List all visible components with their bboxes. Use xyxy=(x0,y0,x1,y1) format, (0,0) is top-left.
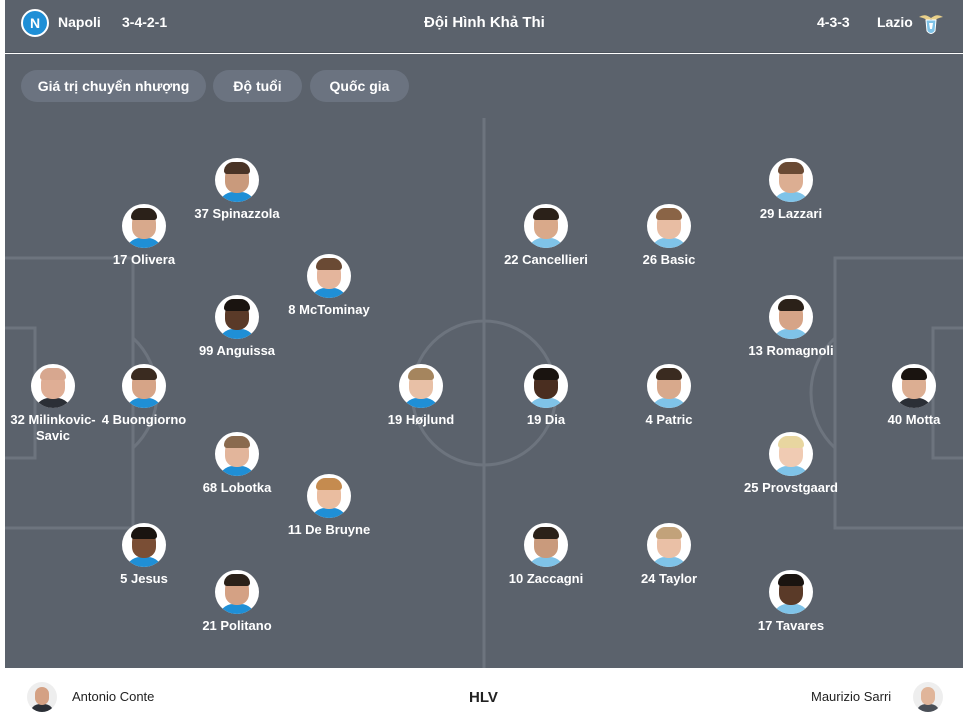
player-card[interactable]: 99 Anguissa xyxy=(172,295,302,359)
away-team-name[interactable]: Lazio xyxy=(877,14,913,30)
player-card[interactable]: 17 Olivera xyxy=(79,204,209,268)
player-avatar xyxy=(769,295,813,339)
player-card[interactable]: 22 Cancellieri xyxy=(481,204,611,268)
player-card[interactable]: 26 Basic xyxy=(604,204,734,268)
player-avatar xyxy=(307,474,351,518)
player-name: 4 Buongiorno xyxy=(101,412,187,427)
player-card[interactable]: 4 Buongiorno xyxy=(79,364,209,428)
player-name: 17 Olivera xyxy=(112,252,176,267)
player-name: 13 Romagnoli xyxy=(748,343,834,358)
napoli-logo-icon[interactable]: N xyxy=(21,9,49,37)
coach-label: HLV xyxy=(469,689,498,706)
player-avatar xyxy=(892,364,936,408)
player-card[interactable]: 10 Zaccagni xyxy=(481,523,611,587)
player-card[interactable]: 5 Jesus xyxy=(79,523,209,587)
player-card[interactable]: 13 Romagnoli xyxy=(726,295,856,359)
player-avatar xyxy=(31,364,75,408)
player-card[interactable]: 17 Tavares xyxy=(726,570,856,634)
player-name: 11 De Bruyne xyxy=(287,522,371,537)
player-avatar xyxy=(524,364,568,408)
player-avatar xyxy=(215,432,259,476)
player-card[interactable]: 29 Lazzari xyxy=(726,158,856,222)
home-team-name[interactable]: Napoli xyxy=(58,14,101,30)
home-formation: 3-4-2-1 xyxy=(122,14,168,30)
tab-age[interactable]: Độ tuổi xyxy=(213,70,302,102)
player-avatar xyxy=(524,204,568,248)
player-name: 24 Taylor xyxy=(640,571,698,586)
player-avatar xyxy=(122,523,166,567)
player-name: 10 Zaccagni xyxy=(508,571,584,586)
home-coach-avatar[interactable] xyxy=(27,682,57,712)
player-avatar xyxy=(647,364,691,408)
tab-nationality[interactable]: Quốc gia xyxy=(310,70,409,102)
player-name: 40 Motta xyxy=(887,412,941,427)
player-card[interactable]: 24 Taylor xyxy=(604,523,734,587)
player-avatar xyxy=(215,570,259,614)
player-name: 21 Politano xyxy=(202,618,272,633)
home-coach-name[interactable]: Antonio Conte xyxy=(72,689,155,704)
away-coach-avatar[interactable] xyxy=(913,682,943,712)
player-card[interactable]: 19 Højlund xyxy=(356,364,486,428)
player-avatar xyxy=(647,204,691,248)
player-name: 17 Tavares xyxy=(757,618,825,633)
player-name: 22 Cancellieri xyxy=(504,252,588,267)
player-avatar xyxy=(647,523,691,567)
player-name: 19 Dia xyxy=(526,412,566,427)
player-avatar xyxy=(215,158,259,202)
player-avatar xyxy=(769,158,813,202)
away-penalty-box xyxy=(833,256,963,530)
player-card-goalkeeper[interactable]: 32 Milinkovic-Savic xyxy=(5,364,103,444)
player-avatar xyxy=(399,364,443,408)
player-avatar xyxy=(122,364,166,408)
pitch: 37 Spinazzola 17 Olivera 8 McTominay 99 … xyxy=(5,118,963,668)
player-card[interactable]: 11 De Bruyne xyxy=(264,474,394,538)
player-card[interactable]: 19 Dia xyxy=(481,364,611,428)
player-name: 68 Lobotka xyxy=(202,480,272,495)
player-name: 32 Milinkovic-Savic xyxy=(10,412,96,443)
player-card[interactable]: 37 Spinazzola xyxy=(172,158,302,222)
player-avatar xyxy=(524,523,568,567)
player-name: 5 Jesus xyxy=(120,571,168,586)
player-card[interactable]: 4 Patric xyxy=(604,364,734,428)
player-name: 26 Basic xyxy=(642,252,696,267)
away-formation: 4-3-3 xyxy=(817,14,850,30)
player-avatar xyxy=(769,432,813,476)
player-name: 4 Patric xyxy=(645,412,693,427)
player-name: 19 Højlund xyxy=(387,412,455,427)
player-avatar xyxy=(215,295,259,339)
player-name: 8 McTominay xyxy=(288,302,370,317)
away-penalty-arc xyxy=(809,336,837,450)
lazio-eagle-icon[interactable] xyxy=(917,9,945,37)
tab-transfer-value[interactable]: Giá trị chuyển nhượng xyxy=(21,70,206,102)
player-card[interactable]: 25 Provstgaard xyxy=(726,432,856,496)
player-name: 29 Lazzari xyxy=(759,206,823,221)
player-card[interactable]: 8 McTominay xyxy=(264,254,394,318)
player-card[interactable]: 68 Lobotka xyxy=(172,432,302,496)
player-avatar xyxy=(122,204,166,248)
lineup-filter-tabs: Giá trị chuyển nhượng Độ tuổi Quốc gia xyxy=(5,54,963,118)
lineup-title: Đội Hình Khả Thi xyxy=(424,14,545,31)
away-coach-name[interactable]: Maurizio Sarri xyxy=(811,689,892,704)
player-name: 37 Spinazzola xyxy=(194,206,280,221)
player-card[interactable]: 21 Politano xyxy=(172,570,302,634)
player-name: 99 Anguissa xyxy=(198,343,276,358)
player-avatar xyxy=(307,254,351,298)
player-avatar xyxy=(769,570,813,614)
player-card-goalkeeper[interactable]: 40 Motta xyxy=(869,364,959,428)
coaches-bar: Antonio Conte HLV Maurizio Sarri xyxy=(5,668,963,725)
lineup-header: N Napoli 3-4-2-1 Đội Hình Khả Thi 4-3-3 … xyxy=(5,0,963,53)
player-name: 25 Provstgaard xyxy=(744,480,838,495)
